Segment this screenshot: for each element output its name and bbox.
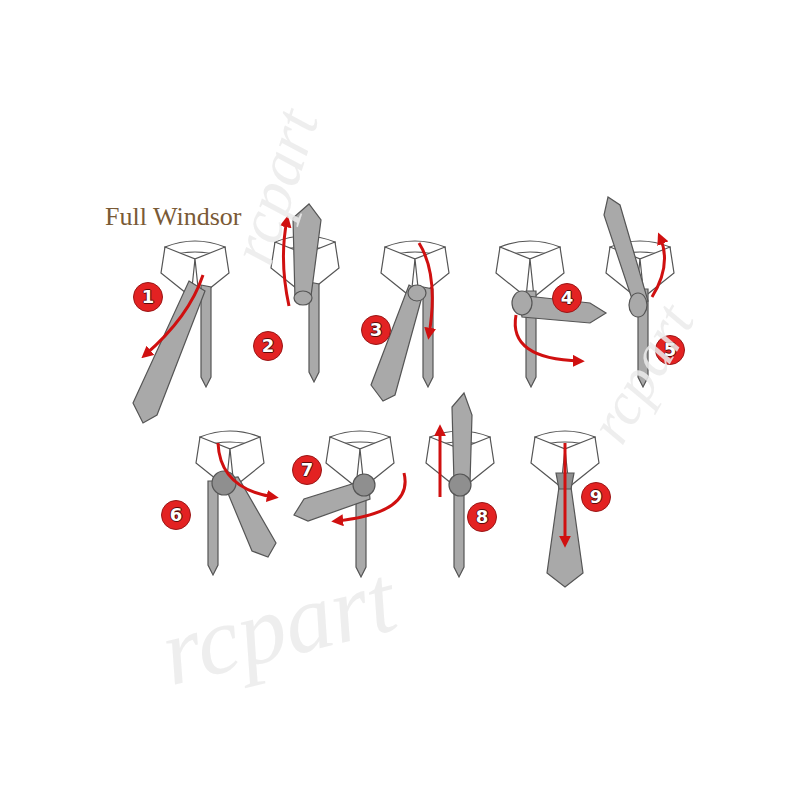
step-number: 8	[476, 508, 489, 526]
callout-number: 3	[361, 315, 391, 345]
step-number: 4	[561, 289, 574, 307]
tie-step	[496, 241, 606, 387]
callout-number: 1	[133, 282, 163, 312]
tie-step	[196, 431, 276, 575]
step-number: 3	[370, 321, 383, 339]
callout-number: 9	[581, 482, 611, 512]
callout-number: 4	[552, 283, 582, 313]
step-number: 9	[590, 488, 603, 506]
step-number: 6	[170, 506, 183, 524]
callout-number: 8	[467, 502, 497, 532]
step-number: 2	[262, 337, 275, 355]
callout-number: 6	[161, 500, 191, 530]
step-number: 1	[142, 288, 155, 306]
step-number: 7	[301, 461, 314, 479]
diagram-title: Full Windsor	[105, 202, 241, 232]
tie-step	[426, 393, 494, 577]
callout-number: 7	[292, 455, 322, 485]
callout-number: 2	[253, 331, 283, 361]
tie-step	[133, 241, 229, 423]
watermark: rcpart	[150, 543, 406, 708]
